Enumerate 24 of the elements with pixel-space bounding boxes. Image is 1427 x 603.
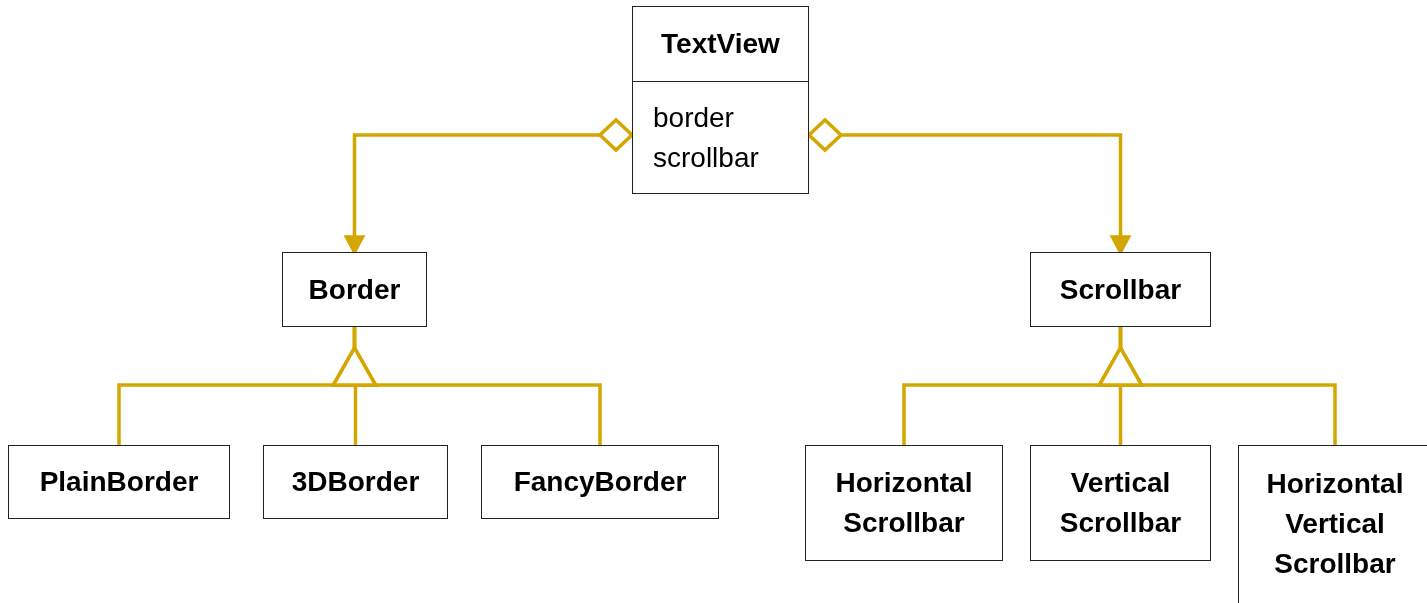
class-name: Vertical Scrollbar	[1058, 466, 1183, 540]
class-box	[632, 6, 809, 194]
class-name: FancyBorder	[513, 465, 687, 499]
class-box	[282, 252, 427, 327]
class-box	[1030, 445, 1211, 561]
class-box	[805, 445, 1003, 561]
class-box	[1238, 445, 1427, 603]
class-name: Scrollbar	[1059, 272, 1182, 307]
attribute-label: border	[653, 101, 734, 135]
attribute-label: scrollbar	[653, 141, 759, 175]
class-box	[8, 445, 230, 519]
class-name: Border	[308, 272, 401, 307]
class-box	[263, 445, 448, 519]
inheritance-connector	[1097, 327, 1337, 445]
inheritance-connector	[331, 327, 602, 445]
aggregation-arrow	[807, 118, 1131, 254]
class-name: Horizontal Scrollbar	[834, 466, 974, 540]
class-name: 3DBorder	[291, 465, 420, 499]
class-box	[1030, 252, 1211, 327]
class-name: PlainBorder	[39, 465, 199, 499]
class-name: TextView	[661, 27, 780, 61]
class-name: Horizontal Vertical Scrollbar	[1265, 467, 1405, 581]
aggregation-arrow	[344, 118, 634, 254]
class-box	[481, 445, 719, 519]
